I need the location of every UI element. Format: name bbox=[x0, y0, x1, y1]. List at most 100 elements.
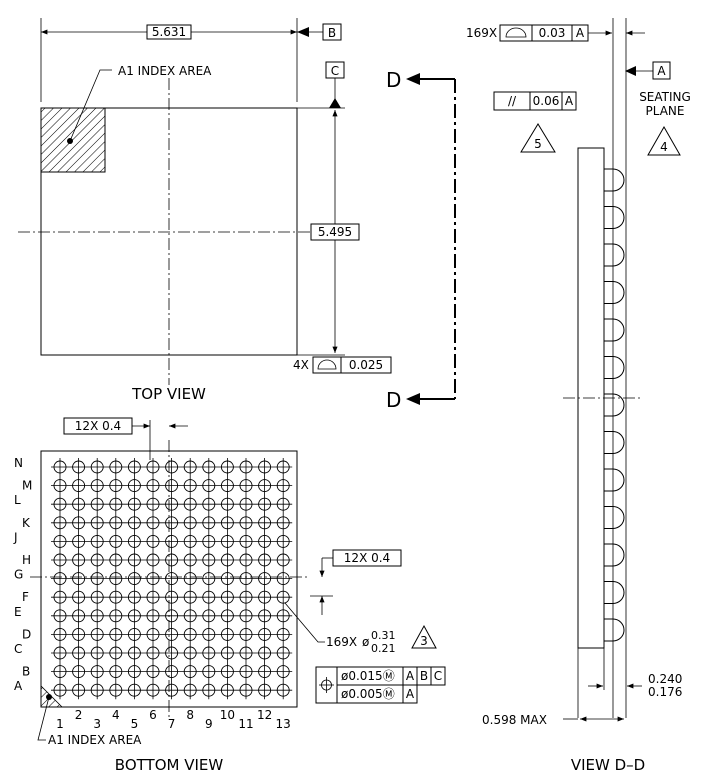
coplanarity-datum: A bbox=[576, 26, 585, 40]
datum-c-label: C bbox=[331, 64, 339, 78]
solder-ball bbox=[183, 646, 197, 660]
col-label: 8 bbox=[186, 708, 194, 722]
solder-ball bbox=[276, 627, 290, 641]
tol-row2-datum-a: A bbox=[406, 687, 415, 701]
ball-dia-lower: 0.21 bbox=[371, 642, 396, 655]
solder-ball bbox=[165, 553, 179, 567]
solder-ball bbox=[276, 683, 290, 697]
solder-ball bbox=[53, 497, 67, 511]
flatness-value: 0.025 bbox=[349, 358, 383, 372]
datum-a-box bbox=[652, 61, 671, 80]
solder-ball bbox=[258, 590, 272, 604]
solder-ball bbox=[202, 479, 216, 493]
datum-c-triangle bbox=[329, 98, 341, 108]
solder-ball bbox=[165, 665, 179, 679]
solder-ball bbox=[90, 683, 104, 697]
side-ball bbox=[612, 543, 625, 567]
datum-b-triangle bbox=[297, 27, 309, 37]
a1-corner-leader bbox=[37, 696, 50, 741]
solder-ball bbox=[53, 460, 67, 474]
solder-ball bbox=[276, 553, 290, 567]
row-label: F bbox=[22, 590, 29, 604]
solder-ball bbox=[72, 516, 86, 530]
solder-ball bbox=[53, 646, 67, 660]
col-label: 3 bbox=[93, 717, 101, 731]
solder-ball bbox=[220, 534, 234, 548]
solder-ball bbox=[72, 590, 86, 604]
solder-ball bbox=[258, 683, 272, 697]
solder-ball bbox=[109, 683, 123, 697]
solder-ball bbox=[72, 683, 86, 697]
solder-ball bbox=[258, 534, 272, 548]
solder-ball bbox=[165, 534, 179, 548]
coplanarity-symbol-box bbox=[499, 24, 533, 42]
parallel-datum: A bbox=[565, 94, 574, 108]
tol-row1-datum-c: C bbox=[434, 669, 442, 683]
solder-ball bbox=[90, 627, 104, 641]
row-label: N bbox=[14, 456, 23, 470]
solder-ball bbox=[202, 497, 216, 511]
solder-ball bbox=[276, 609, 290, 623]
col-label: 10 bbox=[220, 708, 235, 722]
a1-index-area bbox=[40, 107, 106, 173]
solder-ball bbox=[53, 572, 67, 586]
solder-ball bbox=[165, 516, 179, 530]
row-label: M bbox=[22, 479, 32, 493]
datum-b-box bbox=[322, 23, 342, 41]
solder-ball bbox=[53, 683, 67, 697]
datum-a-label: A bbox=[657, 64, 666, 78]
solder-ball bbox=[127, 479, 141, 493]
side-ball bbox=[612, 318, 625, 342]
solder-ball bbox=[202, 646, 216, 660]
solder-ball bbox=[165, 627, 179, 641]
solder-ball bbox=[183, 572, 197, 586]
solder-ball bbox=[109, 516, 123, 530]
solder-ball bbox=[165, 479, 179, 493]
row-label: C bbox=[14, 642, 22, 656]
bottom-view-title: BOTTOM VIEW bbox=[115, 756, 224, 774]
row-label: L bbox=[14, 493, 21, 507]
solder-ball bbox=[72, 553, 86, 567]
diameter-symbol-icon: ø bbox=[362, 635, 369, 649]
row-label: A bbox=[14, 679, 23, 693]
solder-ball bbox=[90, 572, 104, 586]
solder-ball bbox=[239, 497, 253, 511]
tol-row2-datum-a-box bbox=[402, 684, 418, 704]
note-5-triangle bbox=[520, 123, 556, 153]
solder-ball bbox=[239, 516, 253, 530]
solder-ball bbox=[183, 516, 197, 530]
standoff-min: 0.176 bbox=[648, 685, 682, 699]
solder-ball bbox=[165, 683, 179, 697]
solder-ball bbox=[165, 460, 179, 474]
solder-ball bbox=[53, 534, 67, 548]
solder-ball bbox=[239, 479, 253, 493]
col-label: 12 bbox=[257, 708, 272, 722]
note-3-label: 3 bbox=[420, 634, 428, 648]
solder-ball bbox=[220, 683, 234, 697]
solder-ball bbox=[183, 683, 197, 697]
ball-dia-leader bbox=[284, 602, 325, 643]
coplanarity-count: 169X bbox=[466, 26, 497, 40]
solder-ball bbox=[90, 609, 104, 623]
side-ball bbox=[612, 581, 625, 604]
solder-ball bbox=[202, 590, 216, 604]
solder-ball bbox=[90, 665, 104, 679]
solder-ball bbox=[127, 627, 141, 641]
solder-ball bbox=[239, 646, 253, 660]
solder-ball bbox=[109, 590, 123, 604]
solder-ball bbox=[276, 572, 290, 586]
solder-ball bbox=[165, 497, 179, 511]
solder-ball bbox=[146, 497, 160, 511]
solder-ball bbox=[72, 627, 86, 641]
solder-ball bbox=[90, 534, 104, 548]
solder-ball bbox=[165, 590, 179, 604]
side-ball-row bbox=[604, 168, 625, 642]
row-label: G bbox=[14, 568, 23, 582]
solder-ball bbox=[258, 609, 272, 623]
side-view-title: VIEW D–D bbox=[571, 756, 645, 774]
solder-ball bbox=[239, 534, 253, 548]
ball-count: 169X bbox=[326, 635, 357, 649]
solder-ball bbox=[109, 534, 123, 548]
solder-ball bbox=[239, 553, 253, 567]
